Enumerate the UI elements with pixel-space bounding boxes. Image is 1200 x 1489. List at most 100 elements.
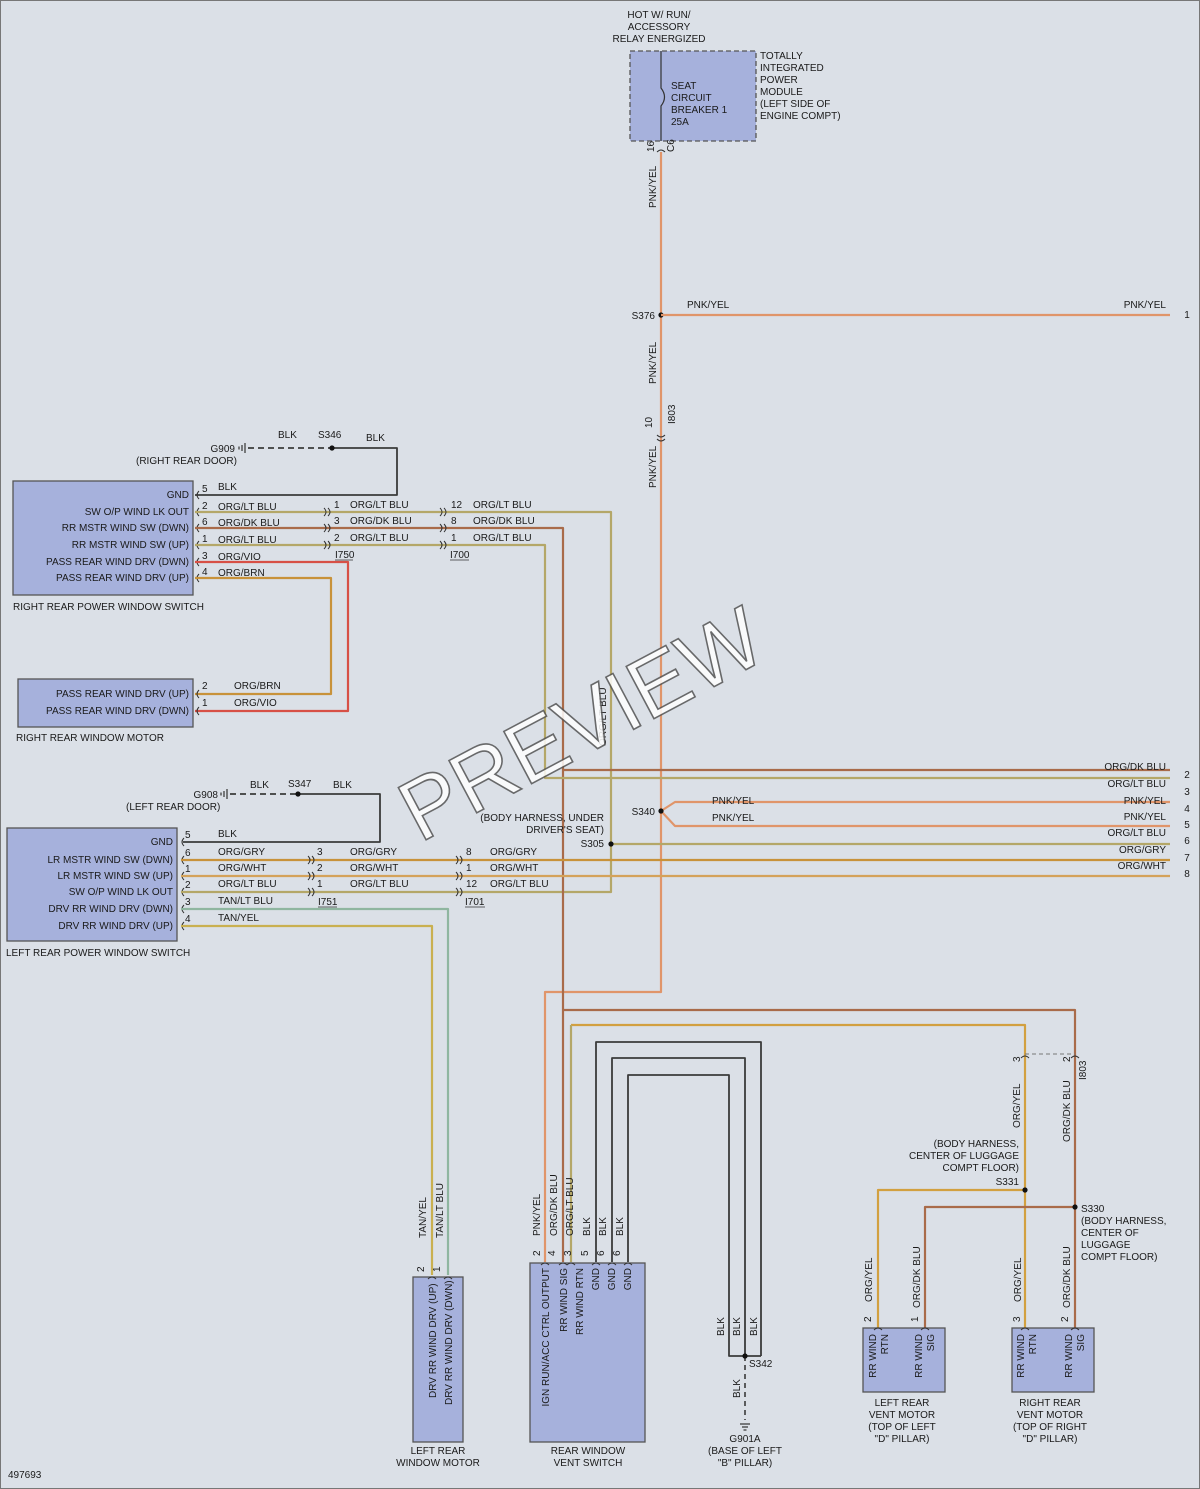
wire-label: BLK [732, 1317, 743, 1336]
breaker-label: BREAKER 1 [671, 105, 728, 116]
ref-number: 5 [1184, 820, 1190, 831]
org-yel-wire [571, 1023, 1027, 1328]
switch-pin-label: PASS REAR WIND DRV (UP) [56, 573, 189, 584]
circuit-breaker-icon [660, 51, 666, 141]
switch-pin-label: DRV RR WIND DRV (DWN) [48, 904, 173, 915]
switch-pin-label: RR MSTR WIND SW (DWN) [62, 523, 189, 534]
connector-name: I803 [667, 404, 678, 424]
s347-dot [295, 791, 301, 797]
pin-number: 2 [1060, 1316, 1071, 1322]
pin-icon [540, 1262, 550, 1266]
motor-pin-label: PASS REAR WIND DRV (UP) [56, 689, 189, 700]
power-module-label: POWER [760, 75, 798, 86]
pin-number: 16 [646, 140, 657, 152]
splice-location: DRIVER'S SEAT) [526, 825, 604, 836]
wire-label: ORG/DK BLU [1062, 1246, 1073, 1308]
wire-label: ORG/DK BLU [218, 518, 280, 529]
splice-location: CENTER OF [1081, 1228, 1139, 1239]
s305-dot [608, 841, 614, 847]
wire-label: ORG/LT BLU [350, 500, 409, 511]
diagram-id: 497693 [8, 1470, 42, 1481]
pin-number: 12 [466, 879, 478, 890]
pin-number: 5 [202, 484, 208, 495]
wire-label: ORG/BRN [218, 568, 265, 579]
switch-pin-label: IGN RUN/ACC CTRL OUTPUT [541, 1268, 552, 1407]
pin-icon [181, 837, 185, 847]
motor-pin-label: SIG [1076, 1334, 1087, 1351]
ground-name: G901A [729, 1434, 760, 1445]
pin-number: 3 [1012, 1316, 1023, 1322]
switch-pin-label: GND [151, 837, 173, 848]
pnk-yel-wire [660, 810, 1170, 828]
wire-label: ORG/LT BLU [218, 502, 277, 513]
wire-label: ORG/LT BLU [218, 879, 277, 890]
wire-label: ORG/DK BLU [350, 516, 412, 527]
breaker-label: SEAT [671, 81, 696, 92]
pin-icon [873, 1327, 883, 1331]
switch-pin-label: LR MSTR WIND SW (DWN) [47, 855, 173, 866]
pin-number: 2 [317, 863, 323, 874]
ground-icon [220, 789, 228, 799]
pin-number: 3 [334, 516, 340, 527]
wire-label: ORG/YEL [864, 1257, 875, 1302]
org-dk-blu-wire [195, 526, 565, 1262]
splice-name: S347 [288, 779, 312, 790]
wire-label: BLK [749, 1317, 760, 1336]
wire-label: BLK [366, 433, 385, 444]
pin-icon [196, 490, 200, 500]
switch-pin-label: RR WIND RTN [575, 1268, 586, 1335]
component-title: "D" PILLAR) [1023, 1434, 1078, 1445]
pin-number: 10 [644, 416, 655, 428]
pin-number: 12 [451, 500, 463, 511]
org-dk-blu-wire [563, 1008, 1077, 1328]
ground-icon [238, 443, 246, 453]
wire-label: ORG/DK BLU [912, 1246, 923, 1308]
motor-pin-label: PASS REAR WIND DRV (DWN) [46, 706, 189, 717]
ground-location: "B" PILLAR) [718, 1458, 772, 1469]
switch-pin-label: SW O/P WIND LK OUT [85, 507, 189, 518]
pin-number: 5 [580, 1250, 591, 1256]
org-lt-blu-wire [195, 510, 613, 894]
connector-name: I750 [335, 550, 355, 561]
wire-label: ORG/LT BLU [598, 687, 609, 746]
pm-header: ACCESSORY [628, 22, 691, 33]
breaker-label: 25A [671, 117, 689, 128]
splice-location: COMPT FLOOR) [943, 1163, 1019, 1174]
wire-label: PNK/YEL [687, 300, 730, 311]
wire-label: ORG/GRY [218, 847, 265, 858]
pin-icon [656, 149, 666, 153]
left-rear-power-window-switch [6, 827, 178, 942]
wire-label: ORG/DK BLU [1104, 762, 1166, 773]
splice-name: S331 [996, 1177, 1020, 1188]
right-rear-window-motor [17, 678, 194, 728]
component-title: RIGHT REAR WINDOW MOTOR [16, 733, 164, 744]
pin-number: 8 [466, 847, 472, 858]
motor-pin-label: SIG [926, 1334, 937, 1351]
wire-label: ORG/LT BLU [350, 879, 409, 890]
ground-location: (RIGHT REAR DOOR) [136, 456, 237, 467]
component-title: (TOP OF LEFT [868, 1422, 935, 1433]
s331-dot [1022, 1187, 1028, 1193]
splice-location: (BODY HARNESS, UNDER [480, 813, 604, 824]
wire-label: TAN/LT BLU [435, 1183, 446, 1238]
ref-number: 1 [1184, 310, 1190, 321]
switch-pin-label: RR MSTR WIND SW (UP) [72, 540, 189, 551]
pin-number: 2 [1062, 1056, 1073, 1062]
wire-label: BLK [732, 1379, 743, 1398]
ref-number: 6 [1184, 836, 1190, 847]
switch-pin-label: LR MSTR WIND SW (UP) [57, 871, 173, 882]
pin-icon [196, 706, 200, 716]
s330-dot [1072, 1204, 1078, 1210]
component-title: REAR WINDOW [551, 1446, 626, 1457]
wire-label: BLK [333, 780, 352, 791]
rear-window-vent-switch [529, 1262, 646, 1443]
org-yel-wire [876, 1188, 1025, 1328]
ground-icon [740, 1423, 750, 1431]
wire-label: ORG/VIO [234, 698, 277, 709]
s342-dot [742, 1353, 748, 1359]
pin-number: 8 [451, 516, 457, 527]
component-title: RIGHT REAR POWER WINDOW SWITCH [13, 602, 204, 613]
pin-icon [1020, 1327, 1030, 1331]
pm-header: RELAY ENERGIZED [613, 34, 706, 45]
component-title: LEFT REAR POWER WINDOW SWITCH [6, 948, 190, 959]
